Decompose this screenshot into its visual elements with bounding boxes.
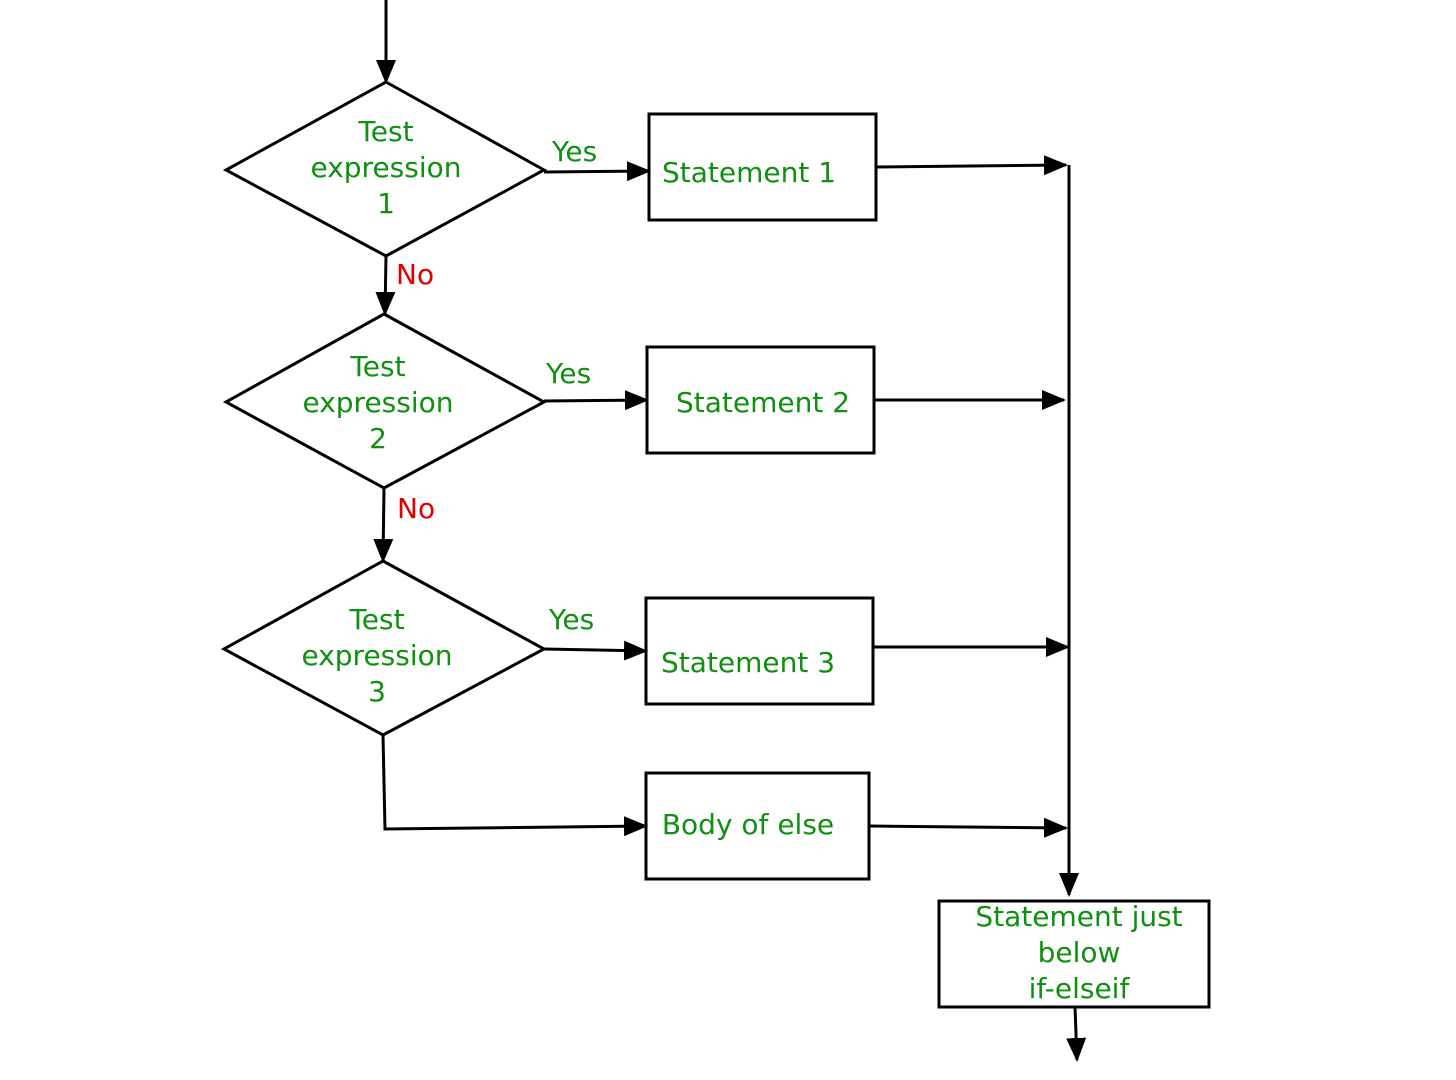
merge-arrow-else [868,817,1068,838]
decision-1-label: Test expression 1 [310,115,462,220]
statement-3-box [644,596,875,706]
no-arrow-1 [375,255,396,316]
yes-label-1: Yes [552,135,598,168]
yes-arrow-2 [543,390,649,411]
statement-1-label: Statement 1 [661,156,837,189]
decision-2-label: Test expression 2 [302,350,454,455]
after-statement-box [937,899,1211,1009]
decision-3-label: Test expression 3 [301,603,453,708]
yes-arrow-1 [543,161,651,182]
no-label-2: No [397,492,436,525]
after-statement-label: Statement just below if-elseif [975,900,1183,1005]
else-path [381,734,648,837]
yes-arrow-3 [543,640,648,661]
no-label-1: No [396,258,435,291]
merge-arrow-1 [875,155,1068,176]
yes-label-3: Yes [549,603,595,636]
exit-arrow [1066,1006,1087,1062]
statement-3-label: Statement 3 [660,646,836,679]
statement-2-label: Statement 2 [675,386,851,419]
yes-label-2: Yes [546,357,592,390]
no-arrow-2 [373,487,394,563]
else-body-label: Body of else [661,808,835,841]
